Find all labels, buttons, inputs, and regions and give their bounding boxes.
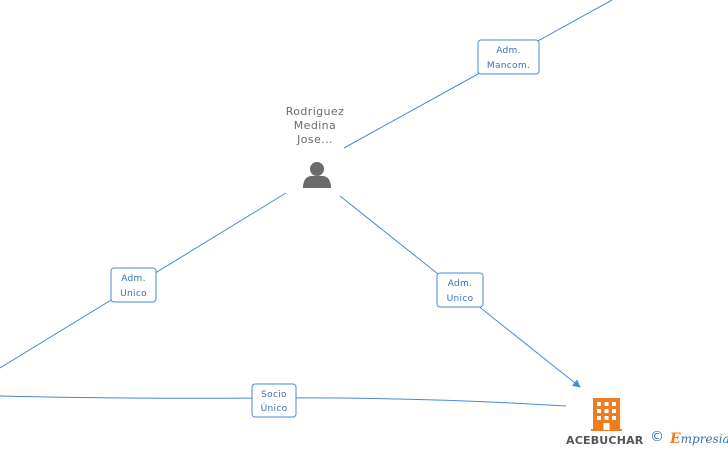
edge-label-adm-unico-left[interactable]: Adm. Unico xyxy=(110,267,157,303)
edge-label-socio-unico[interactable]: Socio Único xyxy=(251,383,297,418)
edge-label-adm-unico-right[interactable]: Adm. Unico xyxy=(436,272,484,308)
building-icon[interactable] xyxy=(591,398,622,431)
person-name-line: Medina xyxy=(293,119,337,132)
company-name[interactable]: ACEBUCHAR xyxy=(566,434,644,447)
edge-label-adm-mancom[interactable]: Adm. Mancom. xyxy=(477,39,540,75)
edge-label-line: Unico xyxy=(120,289,147,299)
person-name-line: Rodriguez xyxy=(285,105,345,118)
person-name[interactable]: Rodriguez Medina Jose... xyxy=(265,105,365,147)
edge-label-line: Único xyxy=(261,402,288,414)
edge-label-line: Unico xyxy=(447,294,474,304)
edge-label-line: Mancom. xyxy=(487,61,530,71)
brand-rest: mpresia xyxy=(680,432,728,446)
edge-label-line: Socio xyxy=(261,390,287,400)
person-name-line: Jose... xyxy=(297,133,333,146)
brand-initial: E xyxy=(670,431,681,447)
edge-label-line: Adm. xyxy=(448,279,473,289)
person-icon[interactable] xyxy=(303,162,331,188)
brand-logo: Empresia xyxy=(670,431,728,447)
edge-line-top-right xyxy=(343,0,613,149)
copyright-icon: © xyxy=(650,429,664,445)
edge-label-line: Adm. xyxy=(496,46,521,56)
edge-label-line: Adm. xyxy=(121,274,146,284)
